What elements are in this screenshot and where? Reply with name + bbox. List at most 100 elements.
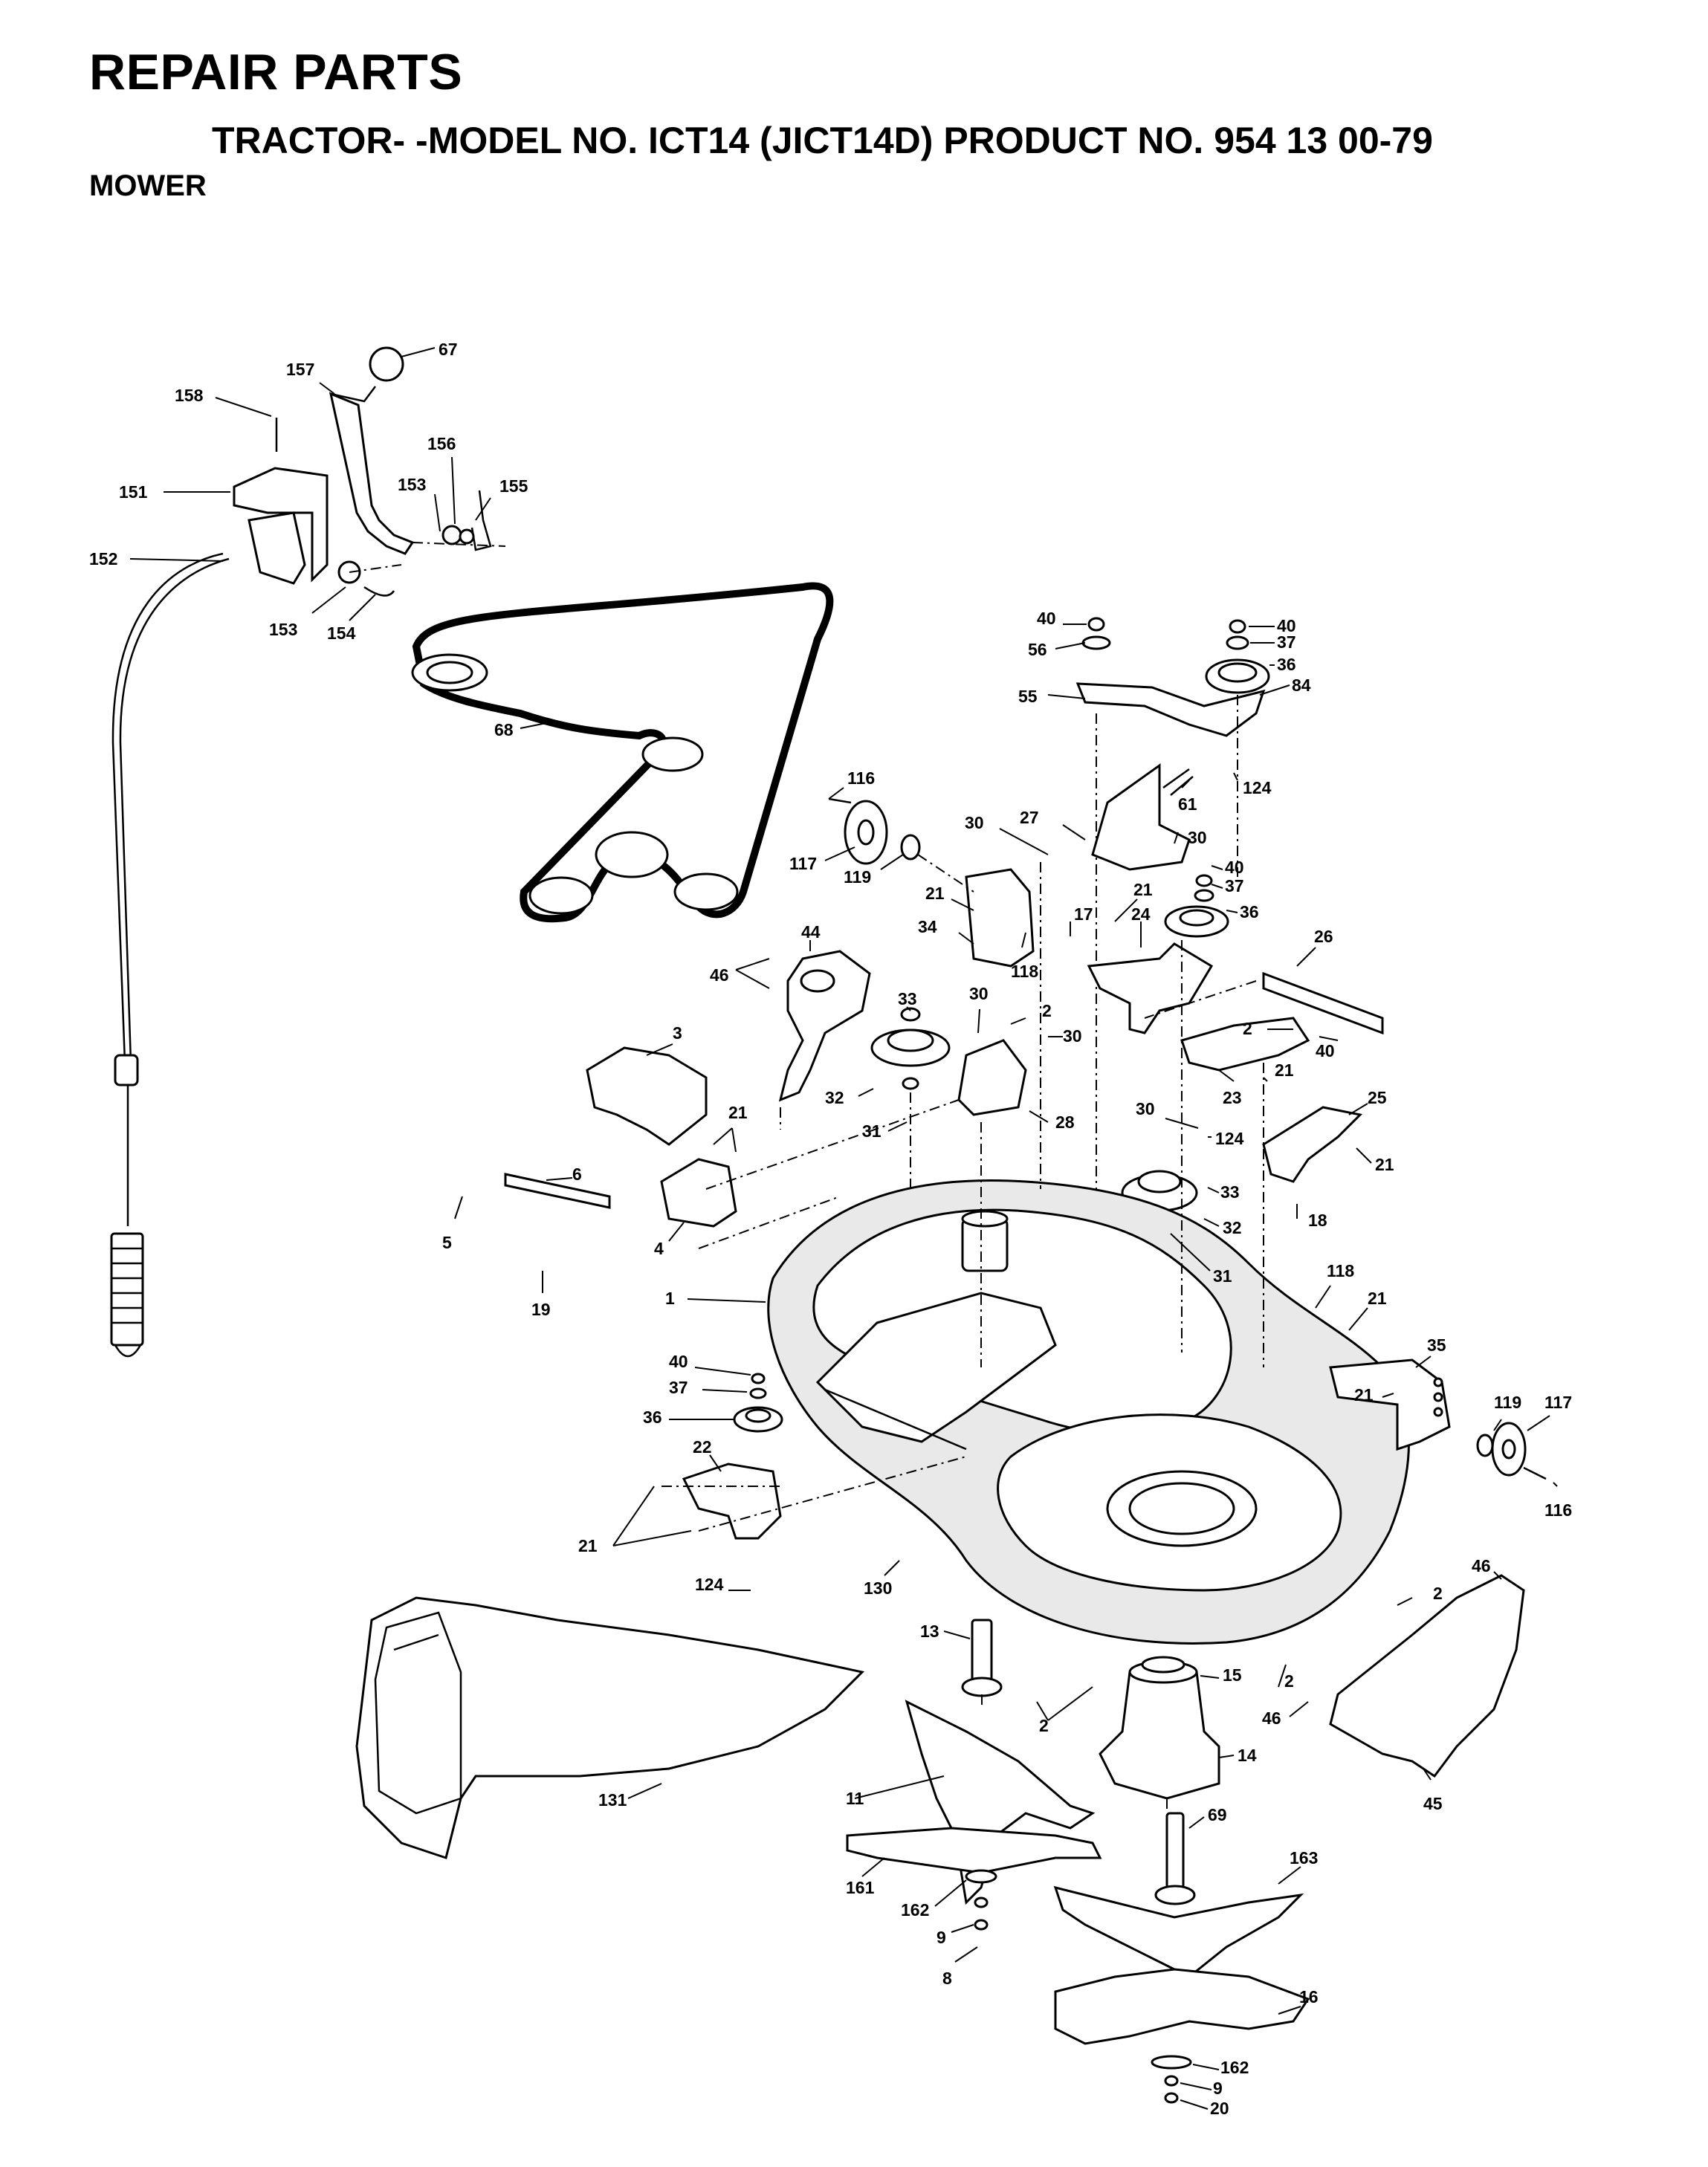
- callout-label: 61: [1178, 794, 1197, 814]
- callout-label: 131: [598, 1790, 627, 1810]
- idler-arm-27: [1091, 763, 1194, 871]
- callout-label: 33: [898, 989, 917, 1008]
- callout-label: 162: [1220, 2058, 1249, 2077]
- callout-label: 2: [1243, 1019, 1252, 1038]
- callout-label: 55: [1018, 687, 1038, 706]
- bracket-24: [1087, 942, 1214, 1034]
- belt-guard-45: [1329, 1574, 1525, 1778]
- callout-label: 37: [1277, 632, 1296, 652]
- callout-label: 19: [531, 1300, 551, 1319]
- callout-label: 124: [1215, 1129, 1244, 1148]
- callout-label: 32: [1223, 1218, 1242, 1237]
- callout-label: 44: [801, 922, 821, 942]
- blade-161: [846, 1827, 1102, 1874]
- callout-label: 117: [1544, 1393, 1572, 1412]
- mower-belt: [411, 582, 834, 923]
- callout-label: 116: [1544, 1500, 1572, 1520]
- callout-label: 40: [1277, 616, 1296, 635]
- callout-label: 46: [1262, 1708, 1281, 1728]
- callout-label: 34: [918, 917, 937, 936]
- bracket-23: [1180, 1017, 1310, 1072]
- callout-label: 152: [89, 549, 117, 569]
- callout-label: 6: [572, 1165, 582, 1184]
- callout-label: 27: [1020, 808, 1039, 827]
- callout-label: 40: [669, 1352, 688, 1371]
- callout-label: 45: [1423, 1794, 1443, 1813]
- callout-label: 46: [710, 965, 729, 985]
- callout-label: 156: [427, 434, 456, 453]
- callout-label: 56: [1028, 640, 1047, 659]
- callout-label: 158: [175, 386, 204, 405]
- mower-deck-1: [767, 1179, 1410, 1645]
- bracket-28: [957, 1039, 1027, 1116]
- callout-label: 37: [669, 1378, 688, 1397]
- callout-label: 24: [1131, 904, 1151, 924]
- bracket-4: [660, 1158, 737, 1228]
- callout-label: 21: [1354, 1385, 1374, 1405]
- callout-label: 124: [1243, 778, 1272, 797]
- callout-label: 84: [1292, 676, 1311, 695]
- blade-washer-162-left: [965, 1869, 997, 1931]
- section-title: MOWER: [89, 169, 207, 202]
- callout-label: 40: [1316, 1041, 1335, 1060]
- bracket-35: [1329, 1358, 1451, 1451]
- callout-label: 21: [1133, 880, 1153, 899]
- callout-label: 36: [1277, 655, 1296, 674]
- callout-label: 36: [643, 1408, 662, 1427]
- callout-label: 124: [695, 1575, 724, 1594]
- callout-label: 155: [499, 476, 528, 496]
- callout-label: 20: [1210, 2099, 1229, 2118]
- callout-label: 11: [846, 1789, 864, 1808]
- callout-label: 26: [1314, 927, 1333, 946]
- callout-label: 3: [673, 1023, 682, 1043]
- callout-label: 117: [789, 854, 817, 873]
- callout-label: 67: [439, 340, 458, 359]
- callout-label: 40: [1225, 858, 1244, 877]
- callout-label: 2: [1433, 1584, 1443, 1603]
- callout-label: 22: [693, 1437, 712, 1457]
- callout-label: 16: [1299, 1987, 1319, 2006]
- blade-adapter-11: [905, 1700, 1096, 1905]
- callout-label: 35: [1427, 1335, 1446, 1355]
- lift-lever-assembly: [233, 346, 506, 597]
- callout-label: 8: [942, 1969, 952, 1988]
- callout-label: 46: [1472, 1556, 1491, 1575]
- callout-label: 32: [825, 1088, 844, 1107]
- callout-label: 28: [1055, 1112, 1075, 1132]
- pulley-36-left: [733, 1373, 783, 1433]
- callout-label: 30: [1136, 1099, 1155, 1118]
- blade-adapter-163: [1053, 1885, 1304, 1978]
- callout-label: 18: [1308, 1211, 1327, 1230]
- callout-label: 23: [1223, 1088, 1242, 1107]
- callout-label: 21: [728, 1103, 748, 1122]
- callout-label: 13: [920, 1622, 939, 1641]
- callout-label: 17: [1074, 904, 1093, 924]
- bracket-26: [1144, 971, 1384, 1035]
- callout-labels: 67 157 158 156 151 153 155 152 153 154 6…: [89, 340, 1572, 2118]
- callout-label: 1: [665, 1289, 675, 1308]
- callout-label: 157: [286, 360, 314, 379]
- callout-label: 69: [1208, 1805, 1227, 1824]
- callout-label: 2: [1042, 1001, 1052, 1020]
- callout-label: 130: [864, 1578, 892, 1598]
- callout-label: 68: [494, 720, 514, 739]
- callout-label: 119: [1494, 1393, 1521, 1412]
- callout-label: 40: [1037, 609, 1056, 628]
- callout-label: 30: [969, 984, 989, 1003]
- callout-label: 161: [846, 1878, 875, 1897]
- callout-label: 31: [862, 1121, 882, 1141]
- callout-label: 21: [1368, 1289, 1387, 1308]
- callout-label: 162: [901, 1900, 929, 1920]
- bracket-3: [586, 1046, 708, 1146]
- callout-label: 9: [1213, 2079, 1223, 2098]
- callout-label: 21: [1275, 1060, 1294, 1080]
- callout-label: 2: [1284, 1671, 1294, 1691]
- callout-label: 21: [578, 1536, 598, 1555]
- spindle-housing-14: [1099, 1656, 1220, 1800]
- callout-label: 30: [965, 813, 984, 832]
- lift-cable: [110, 552, 230, 1358]
- callout-label: 30: [1063, 1026, 1082, 1046]
- callout-label: 154: [327, 623, 356, 643]
- callout-label: 118: [1011, 962, 1038, 981]
